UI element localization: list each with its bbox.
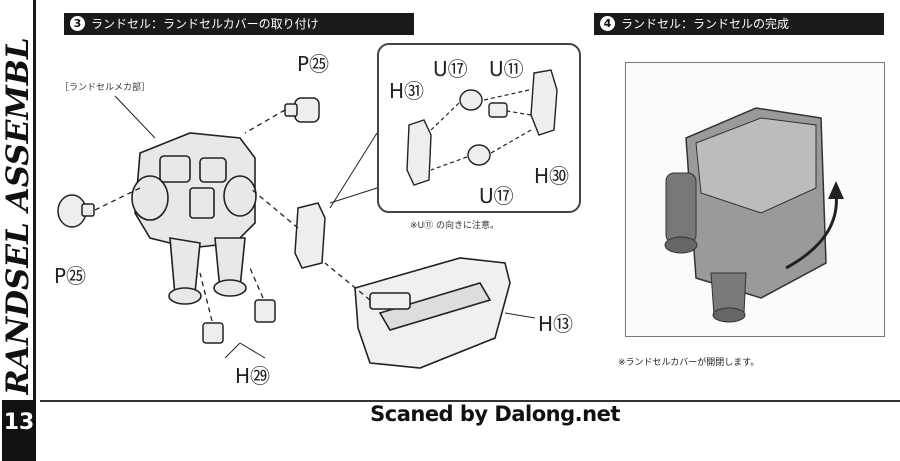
side-strip: RANDSEL ASSEMBL [0, 0, 36, 400]
section-4-header: 4 ランドセル：ランドセルの完成 [594, 13, 884, 35]
inset-note: ※U⑪ の向きに注意。 [410, 221, 499, 231]
guide-lines [94, 109, 371, 322]
completed-randsel-photo [625, 62, 885, 337]
part-p25-top-label: P㉕ [297, 52, 330, 76]
randsel-mecha-body [131, 132, 257, 305]
part-p25-left [57, 194, 95, 228]
inset-illustration [406, 69, 558, 186]
part-h29-label: H㉙ [235, 364, 271, 388]
part-bracket [294, 202, 326, 269]
part-u11-top-label: U⑪ [489, 57, 524, 81]
section-4-title: ランドセル：ランドセルの完成 [621, 17, 790, 31]
footer-rule [40, 400, 900, 402]
part-h31 [406, 119, 432, 186]
part-h13-label: H⑬ [538, 312, 574, 336]
completed-note: ※ランドセルカバーが開閉します。 [618, 358, 760, 368]
inset-detail-box: U⑰ U⑪ H㉛ H㉚ U⑰ [377, 43, 581, 213]
part-h30 [530, 69, 558, 136]
section-3-title: ランドセル：ランドセルカバーの取り付け [91, 17, 319, 31]
part-h30-label: H㉚ [534, 164, 570, 188]
mecha-part-label: ［ランドセルメカ部］ [60, 83, 151, 93]
part-p25-top [284, 97, 320, 123]
part-u17-bottom-label: U⑰ [479, 184, 514, 208]
part-p25-left-label: P㉕ [54, 264, 87, 288]
section-3-number: 3 [70, 16, 85, 31]
part-u17-bottom [467, 144, 491, 166]
side-vertical-title: RANDSEL ASSEMBL [2, 37, 34, 395]
pointer-lines [114, 95, 536, 359]
assembly-diagram: ［ランドセルメカ部］ P㉕ P㉕ H㉙ H⑬ [40, 38, 600, 388]
part-h29 [202, 299, 276, 344]
part-h13-cover [354, 257, 511, 369]
part-h31-label: H㉛ [389, 79, 425, 103]
part-u11 [488, 102, 508, 118]
assembly-illustration [57, 95, 536, 369]
part-u17-top [459, 89, 483, 111]
page-number: 13 [2, 400, 36, 461]
section-4-number: 4 [600, 16, 615, 31]
section-3-header: 3 ランドセル：ランドセルカバーの取り付け [64, 13, 414, 35]
part-u17-top-label: U⑰ [433, 57, 468, 81]
scan-credit: Scaned by Dalong.net [370, 402, 620, 426]
completed-randsel-image [664, 107, 844, 323]
